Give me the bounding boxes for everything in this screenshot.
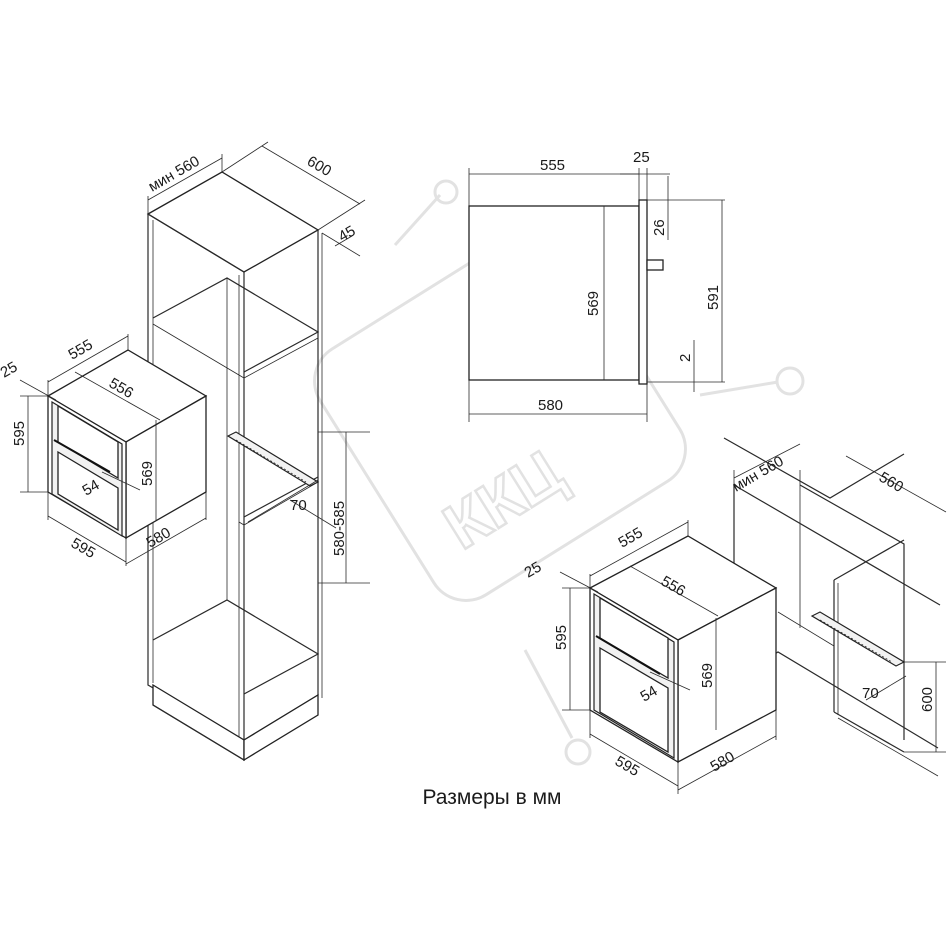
undercounter-niche-height-label: 600 — [919, 687, 936, 712]
undercounter-cabinet — [723, 437, 941, 777]
cabinet-vent-depth-label: 70 — [290, 497, 307, 514]
oven-right-handle-offset-label: 54 — [638, 682, 661, 705]
units-caption: Размеры в мм — [422, 786, 562, 809]
side-depth-bottom-label: 580 — [538, 397, 563, 414]
cabinet-niche-height-label: 580-585 — [331, 501, 348, 556]
side-front-height-label: 591 — [705, 285, 722, 310]
undercounter-min-width-label: мин 560 — [730, 453, 787, 496]
oven-right-width-bottom-label: 595 — [612, 753, 642, 780]
oven-side-view — [468, 199, 725, 385]
oven-right-inner-height-label: 569 — [699, 663, 716, 688]
cabinet-depth-label: 600 — [304, 153, 334, 180]
oven-left-handle-offset-label: 54 — [80, 476, 103, 499]
side-front-thickness-label: 25 — [633, 149, 650, 166]
undercounter-width-label: 560 — [876, 469, 906, 496]
side-view-dimensions: 555 25 26 569 591 2 580 — [468, 149, 723, 422]
side-body-height-label: 569 — [585, 291, 602, 316]
cabinet-back-gap-label: 45 — [336, 222, 359, 245]
oven-left-width-top-label: 555 — [66, 336, 96, 363]
oven-left-height-label: 595 — [11, 421, 28, 446]
oven-left — [46, 349, 208, 540]
oven-right-front-thickness-label: 25 — [522, 558, 545, 581]
watermark-text: ККЦ — [431, 436, 575, 563]
oven-right-dimensions: 555 25 556 595 569 54 595 580 — [522, 520, 777, 794]
oven-left-front-thickness-label: 25 — [0, 358, 20, 381]
side-top-offset-label: 26 — [651, 219, 668, 236]
undercounter-vent-depth-label: 70 — [862, 685, 879, 702]
oven-right — [588, 535, 778, 764]
side-depth-top-label: 555 — [540, 157, 565, 174]
oven-left-inner-height-label: 569 — [139, 461, 156, 486]
oven-left-width-bottom-label: 595 — [68, 535, 98, 562]
side-bottom-offset-label: 2 — [677, 354, 694, 362]
oven-right-height-label: 595 — [553, 625, 570, 650]
